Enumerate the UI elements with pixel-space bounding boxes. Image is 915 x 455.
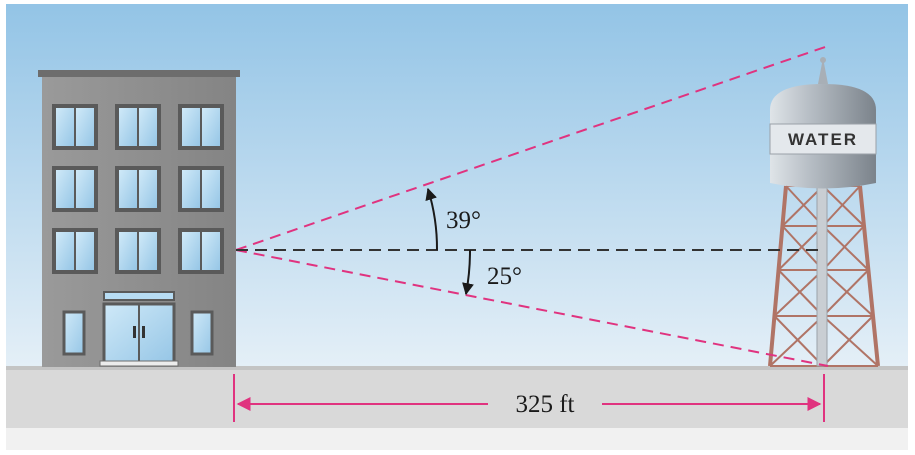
window-pane [139, 108, 157, 146]
ground [6, 366, 908, 428]
tower-leg-left [768, 185, 788, 367]
window-pane [202, 170, 220, 208]
ground-window-right [190, 310, 214, 356]
window-pane [182, 232, 200, 270]
tank-sign-band [769, 123, 877, 155]
angle-down-label: 25° [487, 263, 522, 290]
tower-brace-diagonal [769, 315, 824, 367]
tower-brace-diagonal [822, 185, 861, 227]
window-pane [139, 232, 157, 270]
tank-spire [818, 58, 828, 84]
entrance-step [99, 360, 179, 367]
window-pane [76, 108, 94, 146]
window-pane [182, 108, 200, 146]
tower-brace-diagonal [822, 315, 879, 367]
window-pane [119, 170, 137, 208]
tower-brace-diagonal [777, 225, 824, 271]
window-pane [56, 232, 74, 270]
tower-brace-diagonal [822, 225, 870, 271]
ground-lower-band [6, 428, 908, 450]
tower-brace-diagonal [773, 315, 824, 367]
tower-brace-diagonal [822, 185, 865, 227]
distance-label: 325 ft [515, 391, 574, 418]
tower-brace-diagonal [773, 269, 824, 317]
tower-brace-diagonal [822, 269, 870, 317]
angle-up-label: 39° [446, 207, 481, 234]
tower-center-pipe [816, 179, 828, 367]
window-pane [139, 170, 157, 208]
tower-brace-diagonal [822, 225, 865, 271]
tower-brace-diagonal [822, 315, 874, 367]
window-pane [76, 232, 94, 270]
building-roof-cornice [38, 70, 240, 77]
tower-leg-right [858, 185, 880, 367]
ground-window-left [62, 310, 86, 356]
window-pane [56, 108, 74, 146]
window-pane [119, 232, 137, 270]
entrance-transom [103, 291, 175, 301]
tower-brace-diagonal [822, 269, 874, 317]
window-pane [76, 170, 94, 208]
sight-line-up [235, 45, 829, 251]
building-windows [52, 104, 224, 274]
tower-brace-diagonal [777, 269, 824, 317]
tower-brace-diagonal [781, 185, 824, 227]
window-pane [119, 108, 137, 146]
window-pane [202, 232, 220, 270]
door-handle-left [133, 326, 136, 338]
building [38, 70, 240, 367]
window-pane [56, 170, 74, 208]
ground-edge [6, 366, 908, 370]
window-pane [202, 108, 220, 146]
window-pane [182, 170, 200, 208]
water-tower: WATER [768, 57, 880, 367]
tower-brace-diagonal [781, 225, 824, 271]
angle-arc-up [425, 187, 439, 251]
tower-sign: WATER [788, 130, 858, 149]
door-handle-right [142, 326, 145, 338]
sight-line-down [235, 249, 829, 367]
angle-arc-down [462, 249, 474, 296]
tank-spire-tip [820, 57, 826, 63]
